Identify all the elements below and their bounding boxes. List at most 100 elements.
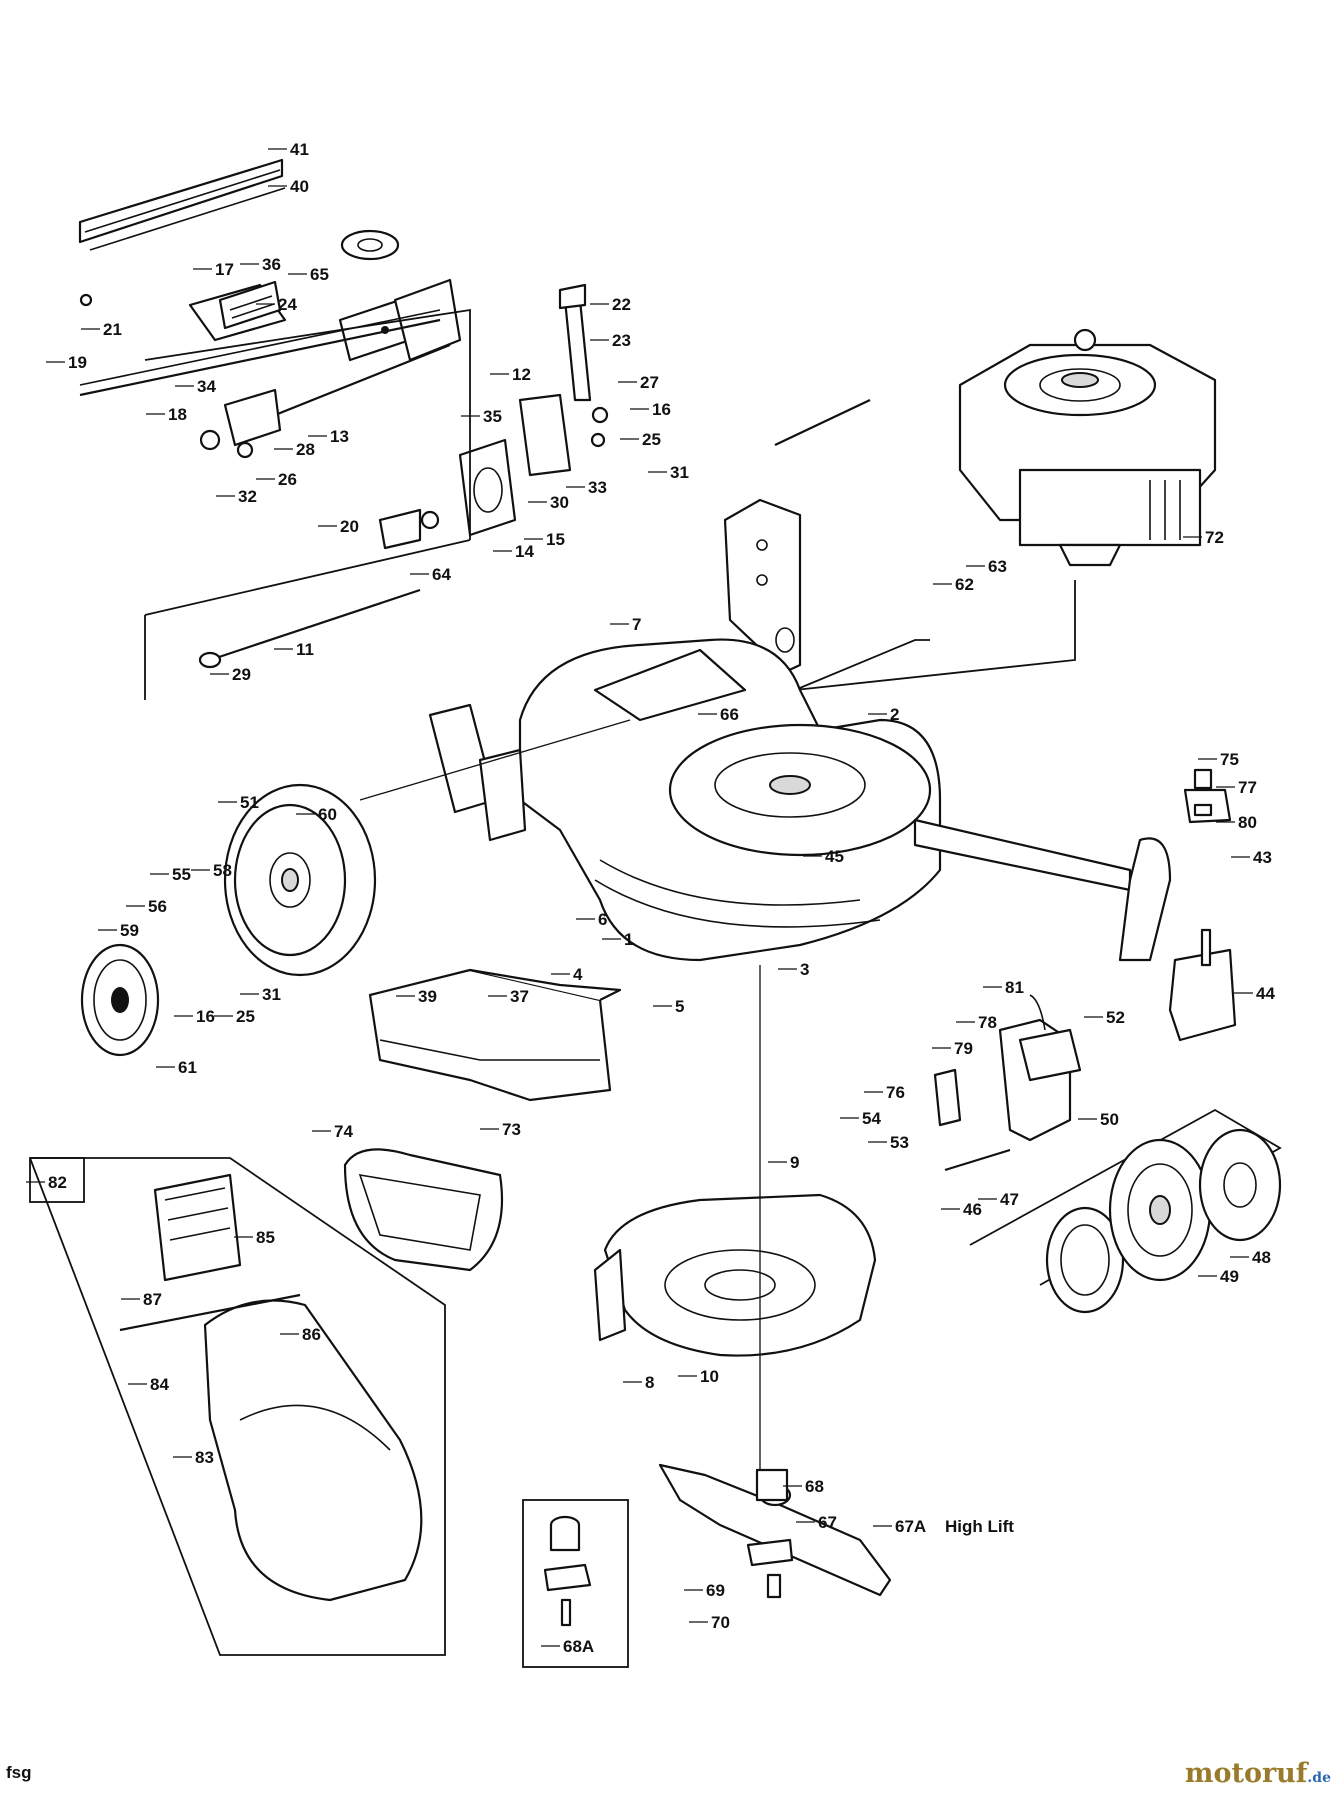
engine-link-lines: [794, 580, 1076, 691]
part-label-25: 25: [236, 1007, 255, 1026]
part-label-30: 30: [550, 493, 569, 512]
footer-code: fsg: [6, 1763, 32, 1782]
main-axle: [79, 309, 451, 427]
mower-blade: [658, 1463, 892, 1599]
part-label-61: 61: [178, 1058, 197, 1077]
part-label-35: 35: [483, 407, 502, 426]
part-label-67a: 67A: [895, 1517, 926, 1536]
part-label-31: 31: [670, 463, 689, 482]
part-label-67: 67: [818, 1513, 837, 1532]
part-label-26: 26: [278, 470, 297, 489]
part-label-60: 60: [318, 805, 337, 824]
part-label-37: 37: [510, 987, 529, 1006]
part-label-44: 44: [1256, 984, 1275, 1003]
brand-tld: .de: [1307, 1770, 1331, 1786]
grass-bag-kit: [29, 1157, 446, 1656]
part-label-9: 9: [790, 1153, 799, 1172]
part-label-80: 80: [1238, 813, 1257, 832]
part-label-22: 22: [612, 295, 631, 314]
part-label-74: 74: [334, 1122, 353, 1141]
height-adjuster-assembly: [933, 994, 1082, 1172]
part-label-4: 4: [573, 965, 583, 984]
part-label-15: 15: [546, 530, 565, 549]
part-label-11: 11: [296, 640, 314, 659]
pulley-gearbox: [338, 229, 462, 362]
part-label-28: 28: [296, 440, 315, 459]
part-label-64: 64: [432, 565, 451, 584]
part-label-68a: 68A: [563, 1637, 594, 1656]
part-label-78: 78: [978, 1013, 997, 1032]
part-label-25: 25: [642, 430, 661, 449]
wheel-hub-plate: [420, 438, 517, 537]
part-label-77: 77: [1238, 778, 1257, 797]
part-label-51: 51: [240, 793, 259, 812]
mower-deck: [518, 638, 942, 962]
part-label-75: 75: [1220, 750, 1239, 769]
part-label-85: 85: [256, 1228, 275, 1247]
front-bracket: [1168, 928, 1237, 1042]
part-label-56: 56: [148, 897, 167, 916]
part-label-39: 39: [418, 987, 437, 1006]
brand-logo: motoruf.de: [1185, 1758, 1331, 1789]
part-label-49: 49: [1220, 1267, 1239, 1286]
part-label-31: 31: [262, 985, 281, 1004]
rear-wheel-left: [223, 783, 377, 977]
part-label-14: 14: [515, 542, 534, 561]
part-label-2: 2: [890, 705, 899, 724]
part-label-46: 46: [963, 1200, 982, 1219]
part-label-50: 50: [1100, 1110, 1119, 1129]
part-label-86: 86: [302, 1325, 321, 1344]
part-label-27: 27: [640, 373, 659, 392]
part-label-48: 48: [1252, 1248, 1271, 1267]
lower-deck: [593, 1193, 877, 1357]
hubcap-left: [80, 943, 160, 1057]
part-label-53: 53: [890, 1133, 909, 1152]
part-label-70: 70: [711, 1613, 730, 1632]
part-label-62: 62: [955, 575, 974, 594]
part-label-55: 55: [172, 865, 191, 884]
part-label-40: 40: [290, 177, 309, 196]
side-discharge-chute: [368, 968, 622, 1102]
part-label-69: 69: [706, 1581, 725, 1600]
part-label-68: 68: [805, 1477, 824, 1496]
part-label-87: 87: [143, 1290, 162, 1309]
engine: [958, 328, 1217, 567]
part-label-5: 5: [675, 997, 684, 1016]
part-label-7: 7: [632, 615, 641, 634]
part-label-79: 79: [954, 1039, 973, 1058]
part-label-63: 63: [988, 557, 1007, 576]
mulch-plug: [343, 1148, 504, 1272]
rear-axle-rod: [144, 508, 471, 700]
part-label-72: 72: [1205, 528, 1224, 547]
part-label-52: 52: [1106, 1008, 1125, 1027]
part-label-18: 18: [168, 405, 187, 424]
part-label-43: 43: [1253, 848, 1272, 867]
rear-shield-strip: [78, 158, 286, 307]
part-label-36: 36: [262, 255, 281, 274]
brake-plate: [199, 388, 282, 459]
part-label-1: 1: [624, 930, 633, 949]
deck-rear-bracket: [428, 703, 527, 842]
part-label-65: 65: [310, 265, 329, 284]
part-label-34: 34: [197, 377, 216, 396]
front-axle-rod: [913, 818, 1172, 962]
part-label-20: 20: [340, 517, 359, 536]
part-label-59: 59: [120, 921, 139, 940]
part-label-23: 23: [612, 331, 631, 350]
throttle-cable: [774, 399, 871, 446]
drive-shaft-bracket: [188, 280, 287, 342]
part-label-16: 16: [196, 1007, 215, 1026]
high-lift-legend: High Lift: [945, 1517, 1014, 1536]
part-label-21: 21: [103, 320, 122, 339]
part-label-58: 58: [213, 861, 232, 880]
part-label-6: 6: [598, 910, 607, 929]
part-label-24: 24: [278, 295, 297, 314]
axle-frame-line: [144, 308, 471, 540]
part-label-41: 41: [290, 140, 309, 159]
part-label-45: 45: [825, 847, 844, 866]
handle-bracket: [723, 498, 802, 674]
part-label-83: 83: [195, 1448, 214, 1467]
part-label-81: 81: [1005, 978, 1024, 997]
